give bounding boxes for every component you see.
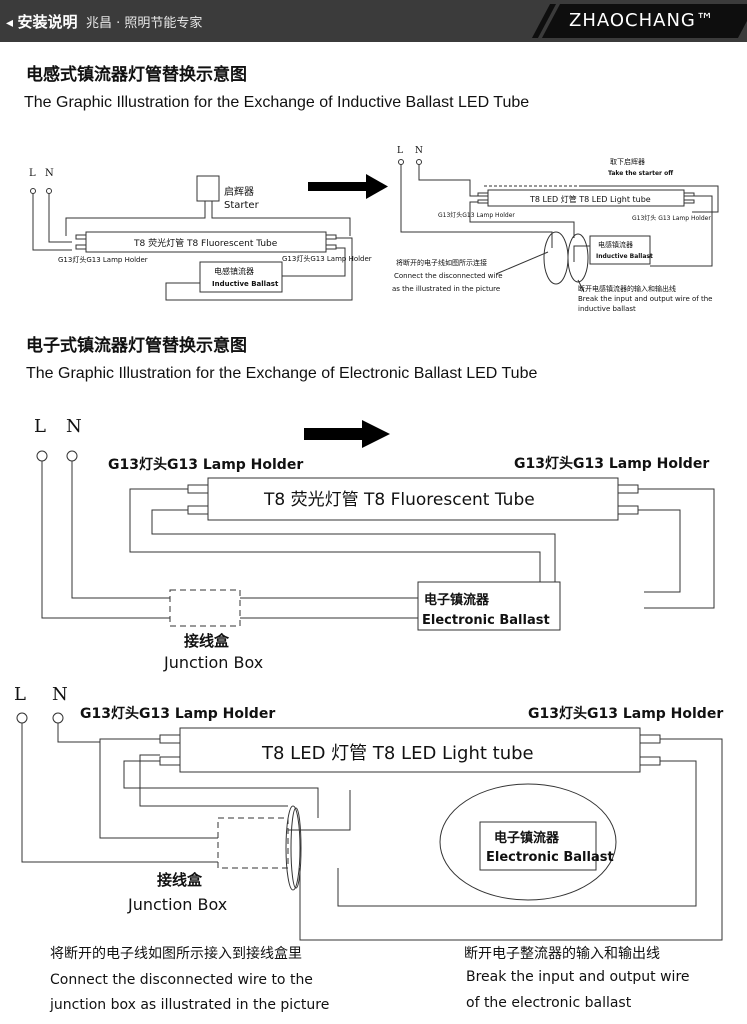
- note-left-en-1: Connect the disconnected wire: [394, 272, 503, 280]
- inductive-led-diagram: [398, 159, 719, 293]
- led-tube-label-2: T8 LED 灯管 T8 LED Light tube: [261, 743, 534, 764]
- note-right-zh-2: 断开电子整流器的输入和输出线: [464, 946, 660, 962]
- label-n: N: [45, 168, 54, 179]
- tube-label-3: T8 荧光灯管 T8 Fluorescent Tube: [263, 490, 535, 510]
- ballast-label-zh: 电感镇流器: [214, 266, 254, 276]
- brand-logo: ZHAOCHANG™: [569, 10, 715, 31]
- holder-right-label: G13灯头G13 Lamp Holder: [282, 254, 372, 263]
- label-n-2: N: [415, 146, 423, 156]
- terminal-n-4: [52, 712, 64, 724]
- electronic-original-arrow-icon: [304, 420, 390, 448]
- led-tube-2: [179, 727, 641, 773]
- ballast-label-en-3: Electronic Ballast: [422, 613, 550, 628]
- ballast-label-en-2: Inductive Ballast: [596, 253, 653, 260]
- inductive-title-zh: 电感式镇流器灯管替换示意图: [26, 65, 247, 85]
- remove-starter-zh: 取下启辉器: [610, 157, 645, 166]
- note-right-en-2-2: of the electronic ballast: [466, 995, 632, 1011]
- label-l-4: L: [14, 684, 26, 705]
- connect-circle: [543, 231, 569, 285]
- electronic-title-zh: 电子式镇流器灯管替换示意图: [26, 336, 247, 356]
- starter-box: [196, 175, 220, 202]
- label-n-3: N: [66, 416, 82, 437]
- electronic-ballast-box-2: [479, 821, 597, 871]
- fluorescent-tube-2: [207, 477, 619, 521]
- starter-label-en: Starter: [224, 200, 260, 211]
- ballast-circle: [439, 783, 617, 901]
- holder-right-label-4: G13灯头G13 Lamp Holder: [528, 705, 723, 722]
- holder-left-label-2: G13灯头G13 Lamp Holder: [438, 211, 515, 219]
- remove-starter-en: Take the starter off: [608, 170, 673, 177]
- electronic-original-diagram: [36, 450, 715, 631]
- note-right-en-1-2: Break the input and output wire: [466, 969, 690, 985]
- inductive-ballast-box-2: [589, 235, 651, 265]
- note-right-en-1: Break the input and output wire of the: [578, 295, 712, 303]
- note-left-zh-2: 将断开的电子线如图所示接入到接线盒里: [50, 945, 302, 962]
- fluorescent-tube: [85, 231, 327, 253]
- holder-left-label-3: G13灯头G13 Lamp Holder: [108, 456, 303, 473]
- jbox-label-en-2: Junction Box: [127, 895, 227, 914]
- note-right-zh: 断开电感镇流器的输入和输出线: [578, 284, 676, 293]
- terminal-n-2: [416, 159, 422, 165]
- terminal-n: [46, 188, 52, 194]
- terminal-l-4: [16, 712, 28, 724]
- jbox-label-zh: 接线盒: [184, 632, 230, 650]
- brand-banner: ZHAOCHANG™: [531, 0, 747, 42]
- holder-right-label-2: G13灯头 G13 Lamp Holder: [632, 214, 711, 222]
- note-right-en-2: inductive ballast: [578, 305, 636, 313]
- junction-circle: [285, 805, 301, 891]
- note-left-en-2-2: junction box as illustrated in the pictu…: [49, 997, 329, 1013]
- terminal-l-3: [36, 450, 48, 462]
- holder-left-label-4: G13灯头G13 Lamp Holder: [80, 705, 275, 722]
- holder-right-label-3: G13灯头G13 Lamp Holder: [514, 455, 709, 472]
- electronic-led-diagram: [16, 712, 723, 941]
- junction-box-2: [217, 817, 289, 869]
- header-bar: ◂ 安装说明 兆昌 · 照明节能专家 ZHAOCHANG™: [0, 0, 747, 42]
- ballast-label-zh-3: 电子镇流器: [424, 592, 490, 608]
- jbox-label-en: Junction Box: [163, 653, 263, 672]
- electronic-title-en: The Graphic Illustration for the Exchang…: [26, 365, 538, 382]
- inductive-arrow-icon: [308, 174, 388, 199]
- header-arrow-icon: ◂: [6, 15, 14, 31]
- electronic-original-labels: L N G13灯头G13 Lamp Holder G13灯头G13 Lamp H…: [34, 416, 709, 672]
- inductive-led-labels: L N 取下启辉器 Take the starter off T8 LED 灯管…: [392, 146, 712, 313]
- header-title: 安装说明: [17, 13, 78, 31]
- terminal-l-2: [398, 159, 404, 165]
- terminal-n-3: [66, 450, 78, 462]
- terminal-l: [30, 188, 36, 194]
- electronic-ballast-box: [417, 581, 561, 631]
- note-left-zh: 将断开的电子线如图所示连接: [396, 258, 487, 267]
- label-l: L: [29, 168, 36, 179]
- label-l-2: L: [397, 146, 403, 156]
- inductive-ballast-box: [199, 261, 283, 293]
- note-left-en-2: as the illustrated in the picture: [392, 285, 500, 293]
- inductive-original-diagram: [30, 175, 353, 301]
- ballast-label-zh-4: 电子镇流器: [494, 830, 560, 846]
- ballast-label-en-4: Electronic Ballast: [486, 850, 614, 865]
- junction-circle-inner: [290, 807, 302, 889]
- header-left: ◂ 安装说明 兆昌 · 照明节能专家: [6, 11, 202, 32]
- header-subtitle: 兆昌 · 照明节能专家: [85, 16, 203, 31]
- break-circle: [567, 233, 589, 283]
- label-l-3: L: [34, 416, 46, 437]
- inductive-original-labels: L N 启辉器 Starter T8 荧光灯管 T8 Fluorescent T…: [29, 168, 372, 288]
- note-left-en-1-2: Connect the disconnected wire to the: [50, 972, 313, 988]
- ballast-label-en: Inductive Ballast: [212, 280, 279, 288]
- junction-box: [169, 589, 241, 627]
- ballast-label-zh-2: 电感镇流器: [598, 240, 633, 249]
- inductive-title-en: The Graphic Illustration for the Exchang…: [24, 94, 530, 111]
- label-n-4: N: [52, 684, 68, 705]
- led-tube-label: T8 LED 灯管 T8 LED Light tube: [529, 194, 651, 204]
- jbox-label-zh-2: 接线盒: [157, 871, 203, 889]
- holder-left-label: G13灯头G13 Lamp Holder: [58, 255, 148, 264]
- electronic-led-labels: L N G13灯头G13 Lamp Holder G13灯头G13 Lamp H…: [14, 684, 723, 1013]
- tube-label: T8 荧光灯管 T8 Fluorescent Tube: [133, 237, 278, 249]
- led-tube: [487, 189, 685, 207]
- starter-label-zh: 启辉器: [224, 185, 254, 198]
